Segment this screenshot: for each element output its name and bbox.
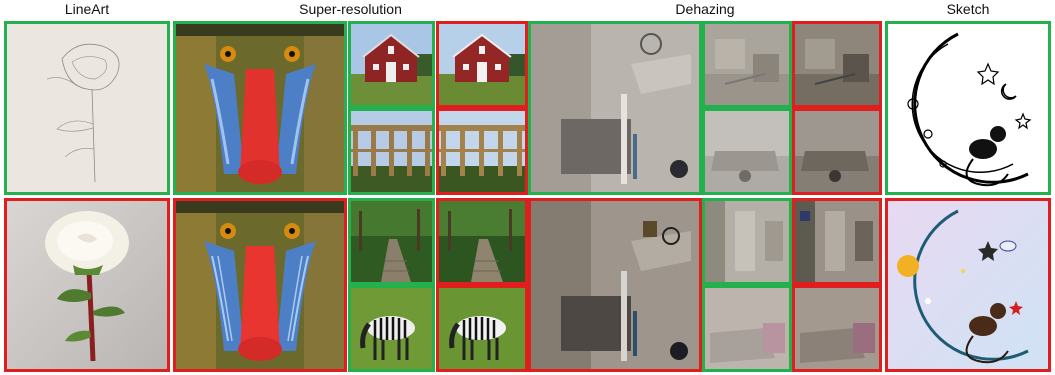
sr-output-aqueduct	[436, 108, 528, 195]
lineart-output-white-rose	[4, 198, 170, 372]
sketch-output-moon-monkey	[885, 198, 1051, 372]
sr-output-mandrill	[173, 198, 347, 372]
dehaze-input-living-room	[702, 108, 792, 195]
sr-output-forest-path	[436, 198, 528, 285]
sr-input-barn	[348, 21, 435, 108]
header-super-resolution: Super-resolution	[299, 1, 402, 17]
dehaze-output-clear-room	[528, 198, 702, 372]
sketch-input-moon-monkey	[885, 21, 1051, 195]
sr-output-zebra	[436, 285, 528, 372]
dehaze-input-corridor	[702, 198, 792, 285]
sr-input-aqueduct	[348, 108, 435, 195]
sr-output-barn	[436, 21, 528, 108]
header-dehazing: Dehazing	[675, 1, 735, 17]
header-lineart: LineArt	[64, 1, 110, 17]
dehaze-output-corridor	[792, 198, 882, 285]
header-sketch: Sketch	[946, 1, 990, 17]
sr-input-forest-path	[348, 198, 435, 285]
lineart-input-rose-sketch	[4, 21, 170, 195]
sr-input-mandrill	[173, 21, 347, 195]
dehaze-output-bedroom	[792, 285, 882, 372]
dehaze-input-room-2	[702, 21, 792, 108]
sr-input-zebra	[348, 285, 435, 372]
dehaze-output-room-2	[792, 21, 882, 108]
dehaze-input-hazy-room	[528, 21, 702, 195]
dehaze-output-living-room	[792, 108, 882, 195]
dehaze-input-bedroom	[702, 285, 792, 372]
